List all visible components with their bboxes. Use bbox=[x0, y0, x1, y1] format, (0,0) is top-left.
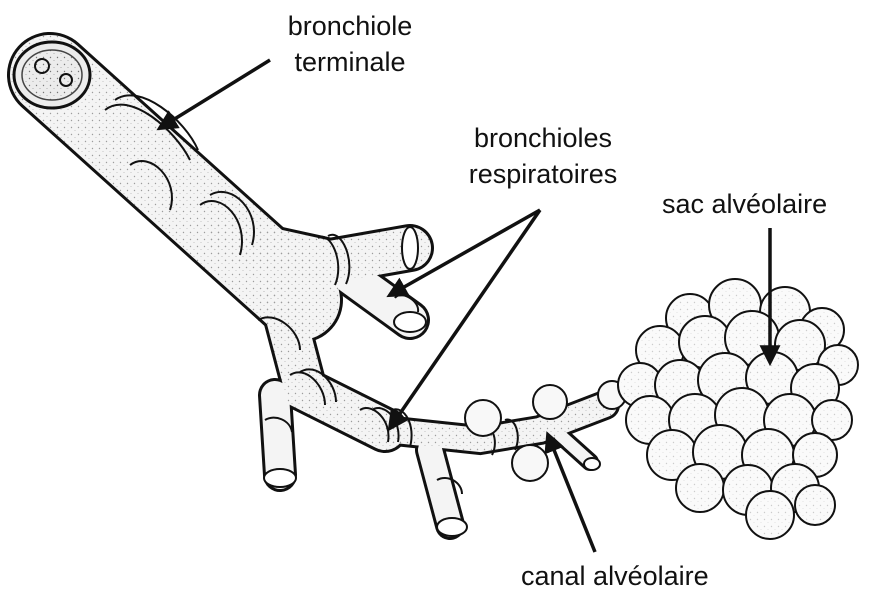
label-respiratory-bronchioles: bronchioles respiratoires bbox=[440, 120, 646, 192]
label-terminal-bronchiole: bronchiole terminale bbox=[262, 8, 438, 80]
label-respiratory-bronchioles-line1: bronchioles bbox=[440, 120, 646, 156]
label-terminal-bronchiole-line2: terminale bbox=[262, 44, 438, 80]
label-alveolar-duct: canal alvéolaire bbox=[521, 558, 709, 594]
arrow-terminal-bronchiole bbox=[160, 60, 270, 128]
label-respiratory-bronchioles-line2: respiratoires bbox=[440, 156, 646, 192]
alveolar-sac-cluster bbox=[618, 279, 858, 539]
label-terminal-bronchiole-line1: bronchiole bbox=[262, 8, 438, 44]
alveolus-shading bbox=[798, 488, 832, 522]
alveolus-shading bbox=[749, 494, 791, 536]
label-alveolar-sac: sac alvéolaire bbox=[662, 186, 827, 222]
bronchiole-cross-section bbox=[14, 42, 90, 108]
alveolus-shading bbox=[815, 403, 849, 437]
alveolus-shading bbox=[679, 467, 721, 509]
